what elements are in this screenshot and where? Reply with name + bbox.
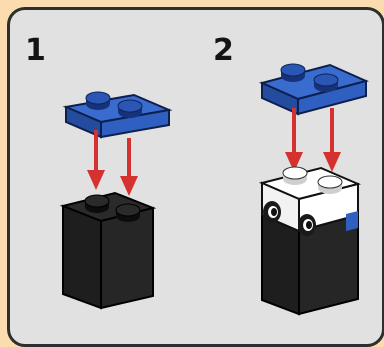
eye-right bbox=[298, 214, 316, 236]
step-2-blue-plate bbox=[258, 63, 370, 116]
step-2-arrow-right bbox=[323, 108, 341, 172]
step-2-arrow-left bbox=[285, 108, 303, 172]
step-1-number: 1 bbox=[25, 33, 46, 68]
step-1-arrow-left bbox=[87, 130, 105, 190]
step-1-black-brick bbox=[59, 191, 157, 310]
step-1-arrow-right bbox=[120, 138, 138, 196]
step-1-blue-plate bbox=[62, 91, 173, 139]
eye-left bbox=[263, 201, 281, 223]
step-2-number: 2 bbox=[213, 33, 234, 68]
step-2-white-brick-with-eyes bbox=[258, 166, 362, 236]
step-2-black-brick bbox=[261, 213, 359, 316]
